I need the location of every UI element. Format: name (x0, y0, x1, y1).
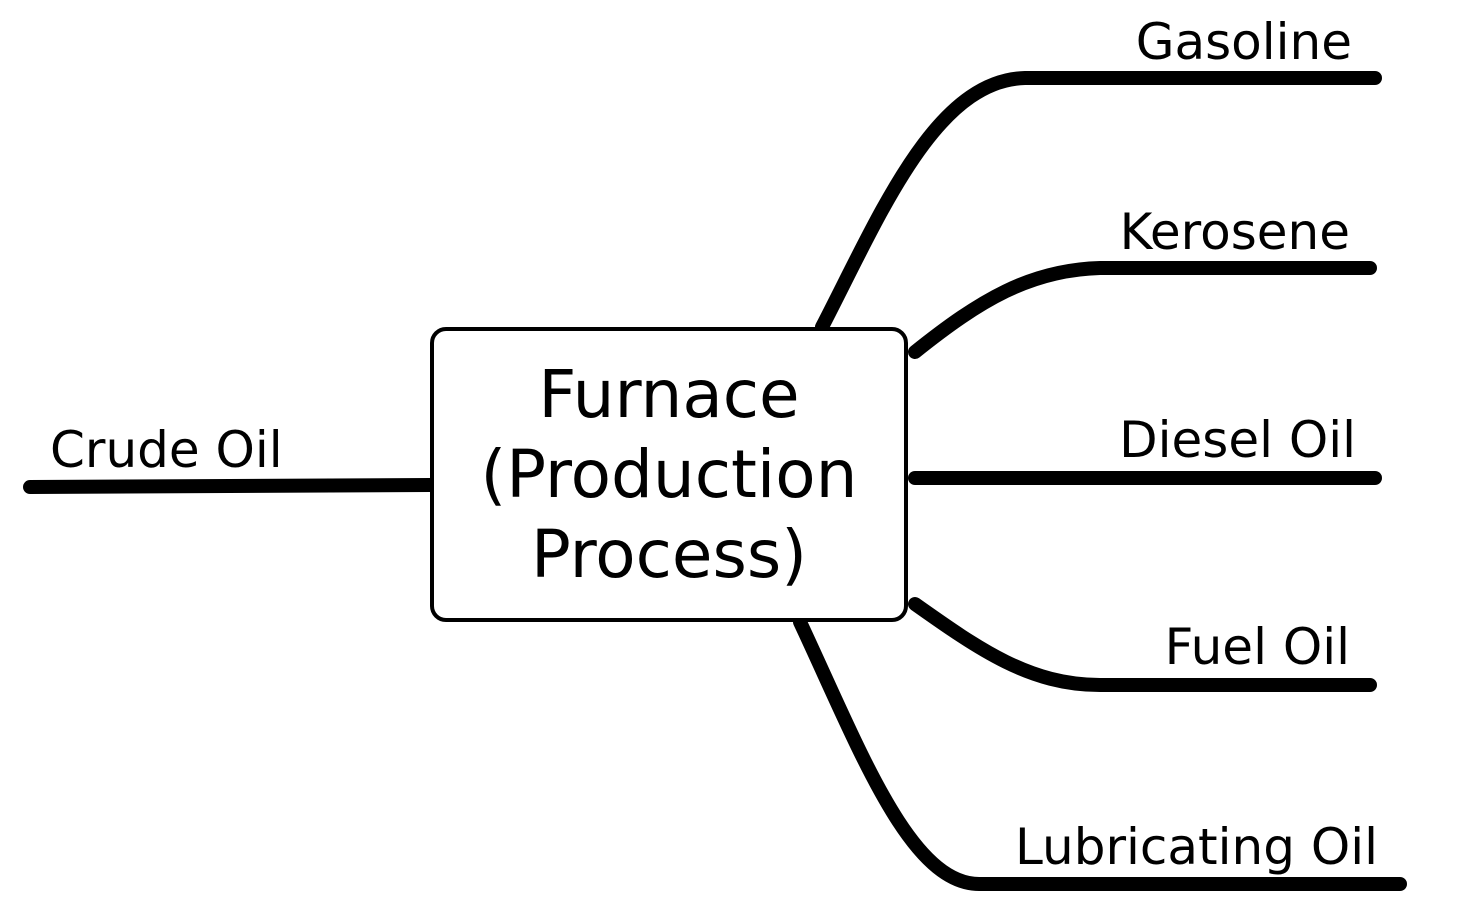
output-label-diesel-oil: Diesel Oil (1119, 411, 1356, 469)
central-node-line-1: Furnace (538, 355, 800, 433)
connector-fuel-oil (908, 597, 1377, 692)
connector-crude-oil (23, 478, 437, 494)
connector-lubricating-oil (793, 615, 1407, 892)
central-process-node: Furnace (Production Process) (430, 327, 908, 622)
output-label-gasoline: Gasoline (1135, 13, 1352, 71)
central-node-line-2: (Production (480, 435, 858, 513)
input-label-crude-oil: Crude Oil (50, 421, 283, 479)
connector-gasoline (815, 71, 1382, 334)
output-label-kerosene: Kerosene (1119, 203, 1350, 261)
connector-kerosene (908, 261, 1377, 359)
output-label-fuel-oil: Fuel Oil (1164, 618, 1350, 676)
central-node-line-3: Process) (530, 515, 808, 593)
output-label-lubricating-oil: Lubricating Oil (1015, 818, 1378, 876)
